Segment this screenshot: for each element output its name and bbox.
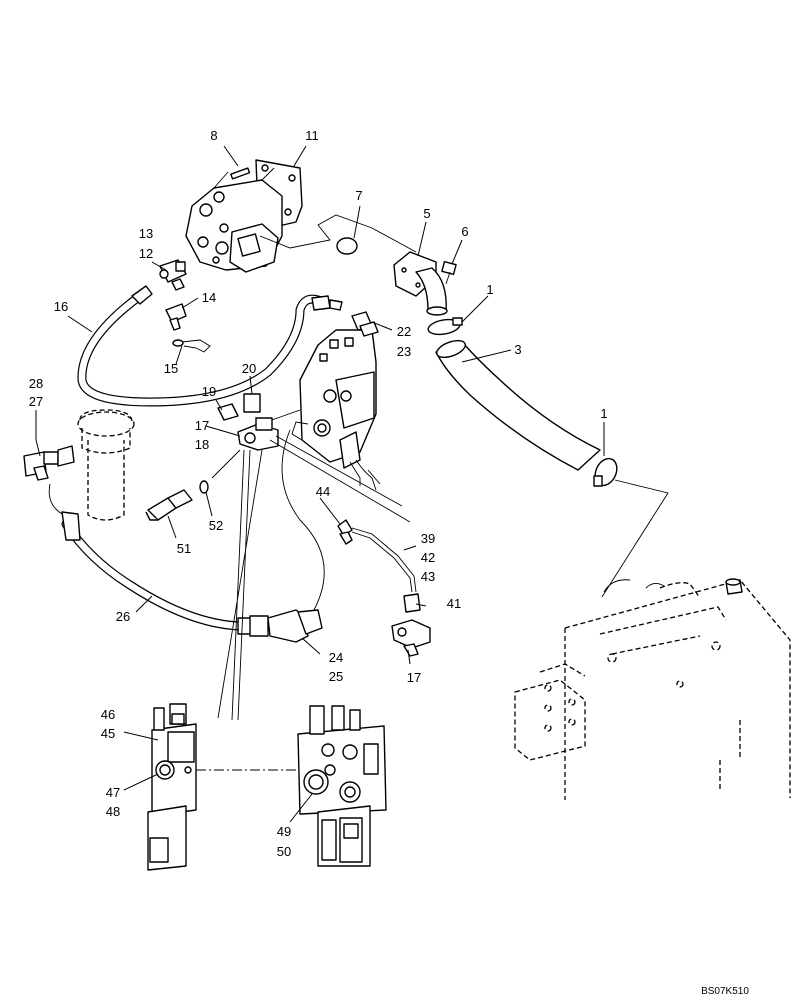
hose-clamp-upper	[427, 317, 463, 336]
callout-3: 3	[514, 342, 521, 357]
callout-45: 45	[101, 726, 115, 741]
callout-13: 13	[139, 226, 153, 241]
callout-46: 46	[101, 707, 115, 722]
callout-47: 47	[106, 785, 120, 800]
control-valve-assembly	[291, 311, 381, 491]
callout-44: 44	[316, 484, 330, 499]
callout-52: 52	[209, 518, 223, 533]
fitting-41	[403, 593, 421, 613]
callout-17-upper: 17	[195, 418, 209, 433]
callout-11: 11	[305, 128, 319, 143]
suction-hose-3	[435, 339, 601, 471]
callout-24: 24	[329, 650, 343, 665]
tee-fitting-12-13	[159, 259, 187, 291]
hose-16	[77, 285, 343, 407]
valve-front-view	[297, 705, 387, 867]
callout-48: 48	[106, 804, 120, 819]
callout-1-lower: 1	[600, 406, 607, 421]
callout-43: 43	[421, 569, 435, 584]
leader-lines	[35, 145, 605, 823]
sensor-51	[145, 489, 193, 521]
elbow-14	[165, 303, 187, 331]
callout-7: 7	[355, 188, 362, 203]
callout-18: 18	[195, 437, 209, 452]
plug-19	[217, 403, 239, 421]
callout-14: 14	[202, 290, 216, 305]
elbow-24-25	[267, 609, 323, 643]
tee-17-lower	[391, 619, 431, 657]
suction-elbow-flange	[393, 251, 448, 316]
callout-19: 19	[202, 384, 216, 399]
hose-clamp-lower	[593, 457, 618, 487]
callout-5: 5	[423, 206, 430, 221]
callout-12: 12	[139, 246, 153, 261]
callout-50: 50	[277, 844, 291, 859]
callout-51: 51	[177, 541, 191, 556]
cap-20	[243, 393, 261, 413]
callout-15: 15	[164, 361, 178, 376]
callout-49: 49	[277, 824, 291, 839]
callout-16: 16	[54, 299, 68, 314]
diagram-code: BS07K510	[701, 986, 749, 997]
callout-labels: 8 11 7 5 6 13 12 1 14 16 22 3 23 15 20 2…	[29, 128, 608, 859]
elbow-fitting-27-28	[23, 445, 75, 481]
strap-15	[172, 339, 211, 353]
hydraulic-pump	[185, 159, 303, 273]
suction-flange-outline	[259, 214, 417, 253]
hose-26-route	[281, 429, 325, 611]
callout-8: 8	[210, 128, 217, 143]
o-ring-52	[199, 480, 209, 494]
callout-28: 28	[29, 376, 43, 391]
tee-17-18	[237, 417, 279, 451]
valve-side-view	[147, 703, 197, 871]
o-ring-7	[336, 237, 358, 255]
callout-25: 25	[329, 669, 343, 684]
callout-42: 42	[421, 550, 435, 565]
tube-39	[351, 531, 413, 593]
callout-23: 23	[397, 344, 411, 359]
callout-20: 20	[242, 361, 256, 376]
callout-6: 6	[461, 224, 468, 239]
callout-39: 39	[421, 531, 435, 546]
callout-17-lower: 17	[407, 670, 421, 685]
hydraulic-tank-outline	[514, 578, 791, 800]
callout-1-upper: 1	[486, 282, 493, 297]
callout-26: 26	[116, 609, 130, 624]
filter-assembly	[77, 409, 135, 521]
callout-22: 22	[397, 324, 411, 339]
bolt-6	[441, 260, 457, 285]
fitting-44	[337, 519, 353, 545]
callout-27: 27	[29, 394, 43, 409]
hose-26	[48, 483, 269, 637]
callout-41: 41	[447, 596, 461, 611]
